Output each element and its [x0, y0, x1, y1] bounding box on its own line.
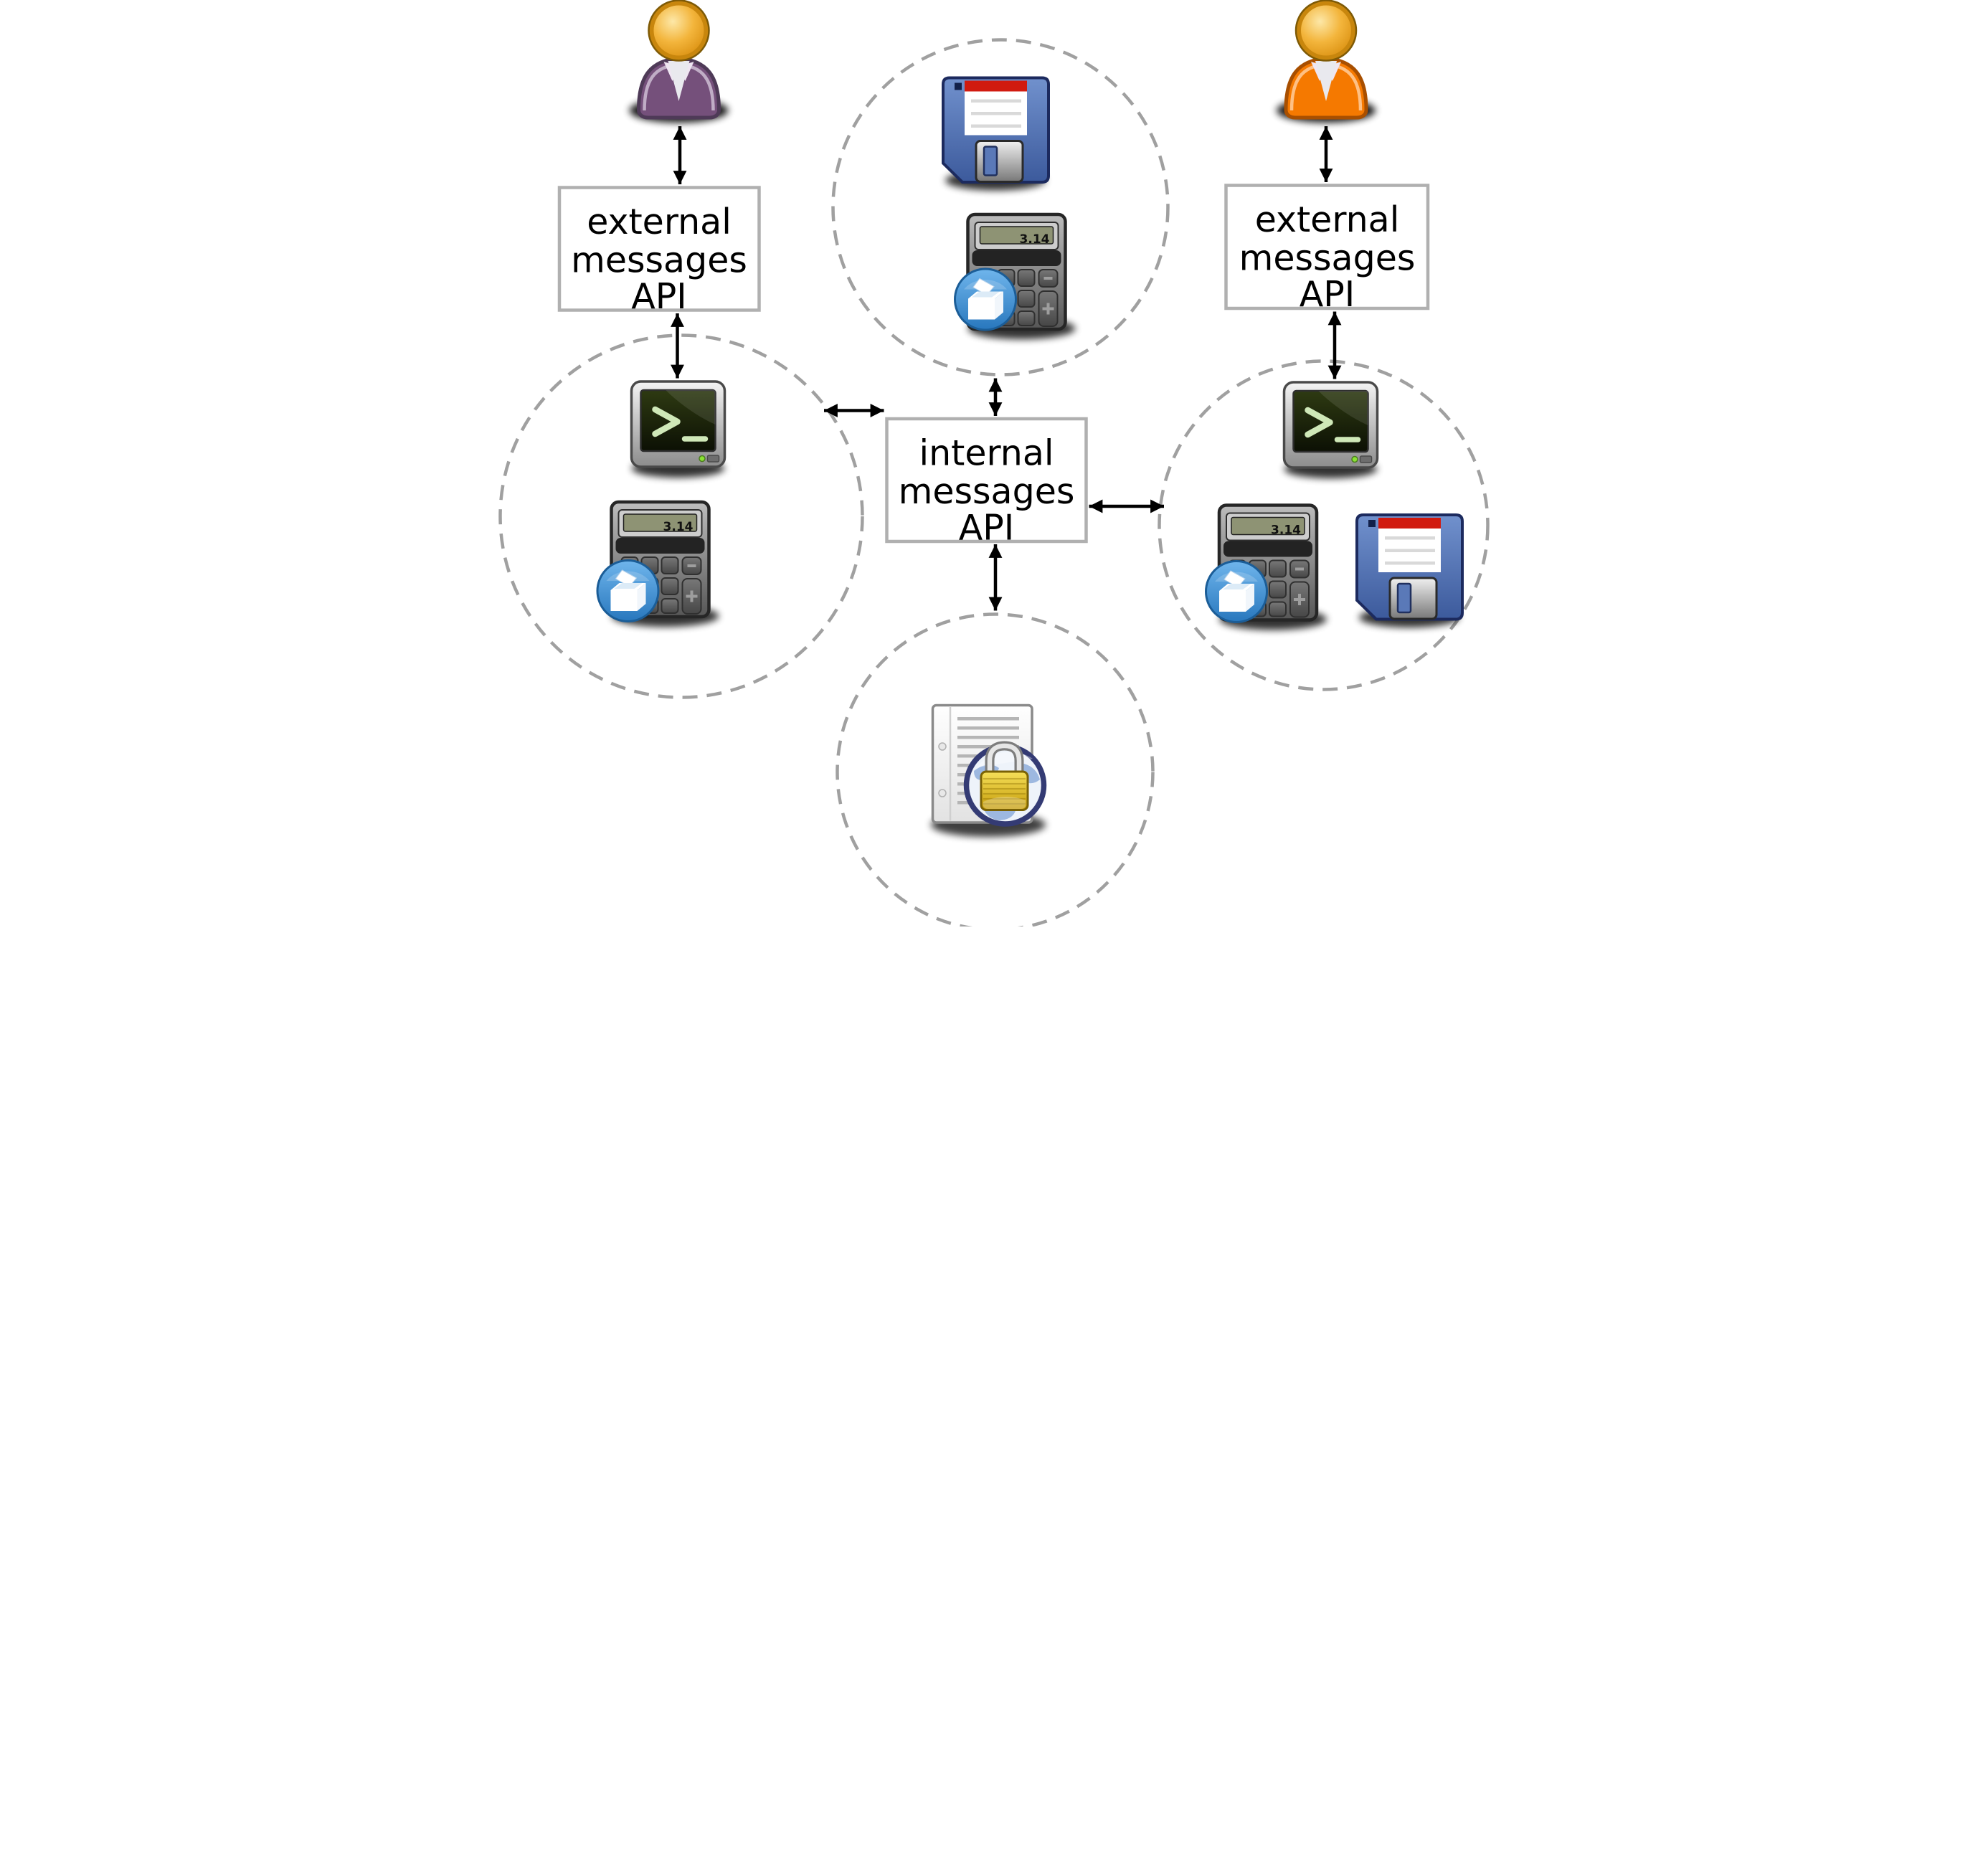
ballot-box-icon [596, 559, 660, 622]
api-box-label-line: messages [571, 240, 747, 281]
internal-messages-api-box: internal messages API [885, 417, 1088, 549]
calculator-display: 3.14 [1020, 232, 1050, 247]
ballot-box-icon [954, 267, 1017, 331]
calculator-icon: 3.14 [1219, 506, 1327, 630]
cluster-right-circle [1158, 359, 1490, 691]
locked-document-icon [931, 703, 1047, 837]
calculator-icon: 3.14 [612, 502, 719, 627]
cluster-bottom-circle [836, 612, 1155, 926]
person-icon [630, 1, 729, 123]
api-box-label-line: messages [899, 471, 1075, 512]
padlock-icon [980, 741, 1029, 811]
cluster-top-circle [831, 38, 1170, 376]
api-box-label-line: external [1255, 199, 1400, 240]
person-icon [1277, 1, 1376, 123]
calculator-display: 3.14 [663, 520, 694, 534]
terminal-icon [632, 382, 725, 478]
external-messages-api-box-right: external messages API [1224, 184, 1430, 315]
calculator-icon: 3.14 [968, 214, 1076, 339]
api-box-label-line: API [959, 508, 1015, 549]
terminal-icon [1284, 382, 1378, 478]
calculator-display: 3.14 [1271, 523, 1301, 538]
external-messages-api-box-left: external messages API [557, 186, 761, 317]
api-box-label-line: messages [1239, 238, 1416, 279]
floppy-disk-icon [943, 78, 1049, 191]
api-box-label-line: API [1300, 274, 1355, 315]
api-box-label-line: internal [919, 433, 1054, 474]
cluster-left-circle [498, 333, 864, 699]
api-box-label-line: API [631, 276, 687, 317]
floppy-disk-icon [1357, 515, 1462, 627]
architecture-diagram: external messages API external messages … [497, 0, 1491, 926]
api-box-label-line: external [587, 202, 732, 242]
ballot-box-icon [1205, 560, 1268, 623]
